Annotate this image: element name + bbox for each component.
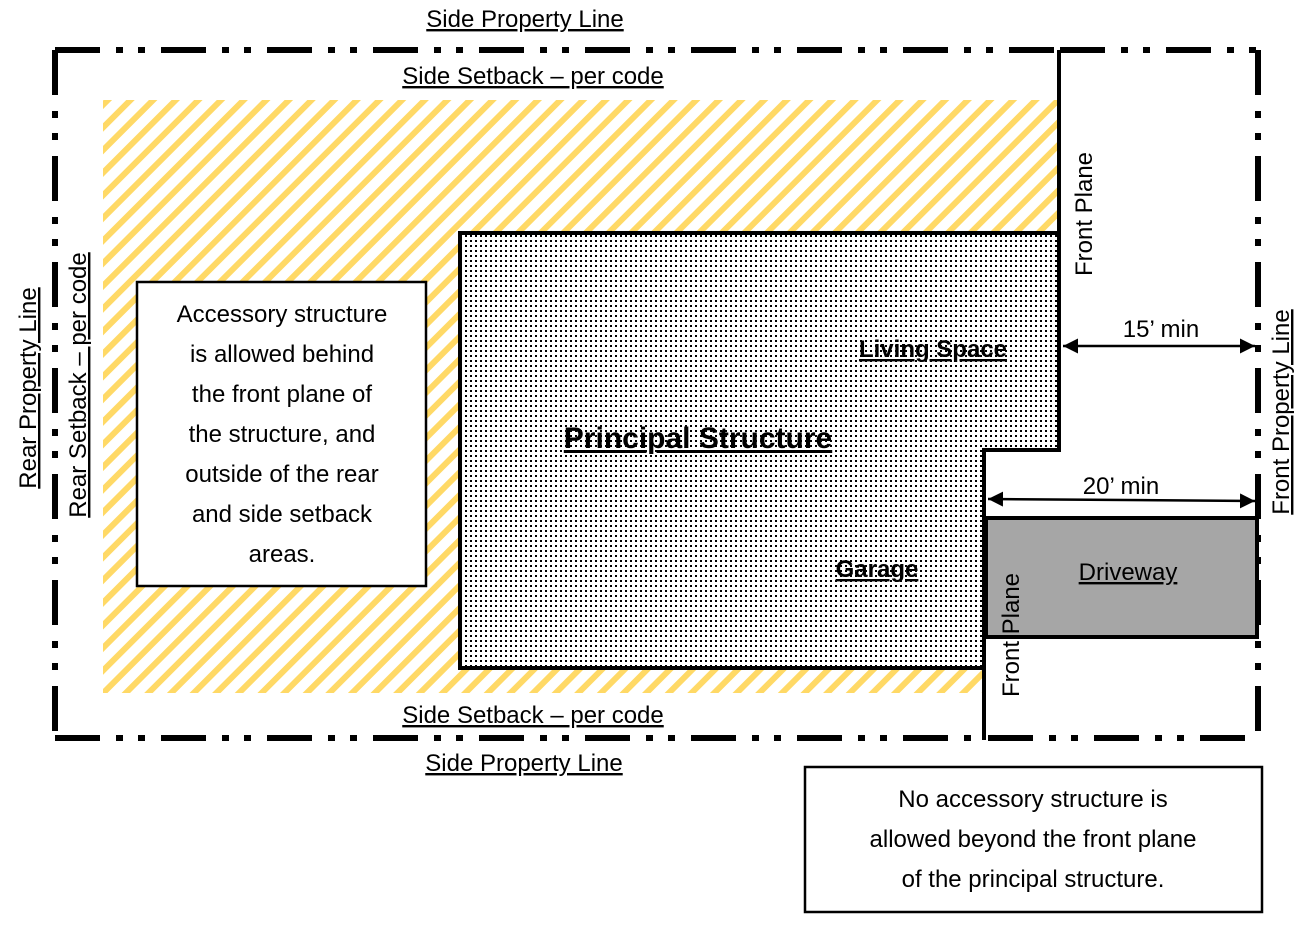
accessory-note-line: outside of the rear xyxy=(185,461,378,488)
accessory-note: Accessory structure is allowed behind th… xyxy=(177,301,388,568)
driveway xyxy=(984,516,1259,639)
rear-property-line-label: Rear Property Line xyxy=(15,287,42,488)
accessory-note-line: the structure, and xyxy=(189,421,376,448)
side-property-line-bottom-label: Side Property Line xyxy=(425,750,622,777)
front-note-line: of the principal structure. xyxy=(902,866,1165,893)
accessory-note-box xyxy=(135,280,428,588)
driveway-label: Driveway xyxy=(1079,559,1178,586)
accessory-note-line: areas. xyxy=(249,541,316,568)
accessory-note-line: is allowed behind xyxy=(190,341,374,368)
front-plane-upper-label: Front Plane xyxy=(1071,152,1098,276)
property-line-border xyxy=(52,47,1261,741)
dimension-arrow-20 xyxy=(987,491,1256,509)
front-note-line: allowed beyond the front plane xyxy=(870,826,1197,853)
front-note: No accessory structure is allowed beyond… xyxy=(870,786,1197,893)
front-note-box xyxy=(803,765,1264,914)
side-setback-top-label: Side Setback – per code xyxy=(402,63,664,90)
rear-setback-label: Rear Setback – per code xyxy=(65,252,92,518)
accessory-note-line: and side setback xyxy=(192,501,373,528)
side-property-line-top-label: Side Property Line xyxy=(426,6,623,33)
dimension-20-label: 20’ min xyxy=(1083,473,1159,500)
principal-structure-label: Principal Structure xyxy=(564,422,832,455)
living-space-label: Living Space xyxy=(859,336,1007,363)
front-note-line: No accessory structure is xyxy=(898,786,1167,813)
front-plane-lower-label: Front Plane xyxy=(998,573,1025,697)
front-property-line-label: Front Property Line xyxy=(1268,309,1295,514)
dimension-15-label: 15’ min xyxy=(1123,316,1199,343)
garage-label: Garage xyxy=(836,556,919,583)
accessory-note-line: the front plane of xyxy=(192,381,372,408)
side-setback-bottom-label: Side Setback – per code xyxy=(402,702,664,729)
accessory-note-line: Accessory structure xyxy=(177,301,388,328)
